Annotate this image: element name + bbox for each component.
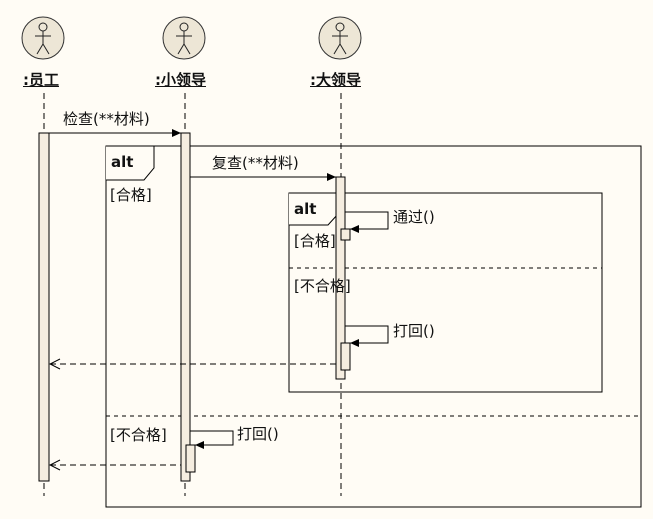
message-recheck-label: 复查(**材料) [212, 154, 299, 172]
message-reject-outer-label: 打回() [237, 425, 279, 443]
message-reject-outer-arrow [190, 430, 234, 449]
actor-name-small-leader: :小领导 [155, 71, 206, 89]
actor-name-employee: :员工 [23, 71, 59, 89]
message-pass-arrow [345, 211, 389, 233]
actor-big-leader-icon [318, 16, 362, 60]
activation-big-leader [335, 176, 346, 380]
activation-big-leader-reject [340, 342, 351, 371]
outer-alt-tag [106, 145, 155, 181]
inner-alt-operator: alt [294, 200, 317, 218]
actor-employee-icon [21, 16, 65, 60]
outer-alt-guard-fail: [不合格] [110, 426, 167, 444]
message-check-label: 检查(**材料) [63, 110, 150, 128]
inner-alt-guard-pass: [合格] [294, 232, 336, 250]
activation-small-leader [180, 132, 191, 482]
outer-alt-guard-pass: [合格] [110, 186, 152, 204]
activation-employee [38, 132, 50, 482]
outer-alt-operator: alt [111, 153, 134, 171]
activation-big-leader-pass [340, 228, 351, 241]
message-reject-inner-arrow [345, 325, 389, 347]
message-reject-inner-label: 打回() [393, 322, 435, 340]
inner-alt-frame [288, 192, 603, 393]
actor-name-big-leader: :大领导 [310, 71, 361, 89]
activation-small-leader-self [185, 444, 196, 473]
message-pass-label: 通过() [393, 208, 435, 226]
actor-small-leader-icon [162, 16, 206, 60]
outer-alt-frame [105, 145, 642, 508]
inner-alt-guard-fail: [不合格] [294, 277, 351, 295]
